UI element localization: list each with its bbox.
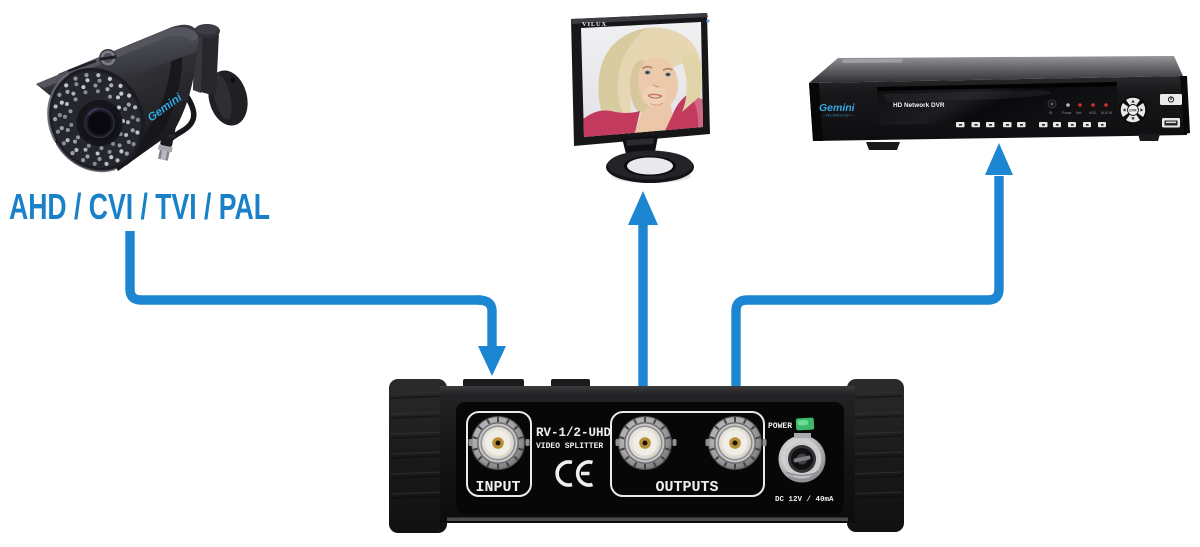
svg-text:INPUT: INPUT (475, 479, 520, 496)
svg-text:AUX W: AUX W (1101, 111, 1113, 115)
svg-text:Power: Power (1062, 111, 1072, 115)
svg-text:Gemini: Gemini (819, 102, 856, 114)
svg-text:AHD / CVI / TVI / PAL: AHD / CVI / TVI / PAL (9, 186, 270, 227)
svg-text:DVR: DVR (1129, 108, 1137, 112)
svg-text:Net: Net (1076, 111, 1081, 115)
svg-text:POWER: POWER (768, 422, 792, 431)
svg-text:HDD: HDD (1089, 111, 1097, 115)
svg-text:—TECHNOLOGY—: —TECHNOLOGY— (822, 114, 855, 118)
svg-text:OUTPUTS: OUTPUTS (655, 479, 718, 496)
svg-text:HD Network DVR: HD Network DVR (893, 102, 945, 109)
svg-text:VILUX: VILUX (582, 21, 607, 28)
svg-text:VIDEO SPLITTER: VIDEO SPLITTER (536, 442, 603, 451)
svg-text:DC 12V / 40mA: DC 12V / 40mA (775, 496, 834, 504)
svg-text:RV-1/2-UHD: RV-1/2-UHD (536, 426, 612, 440)
svg-text:IR: IR (1049, 111, 1053, 115)
